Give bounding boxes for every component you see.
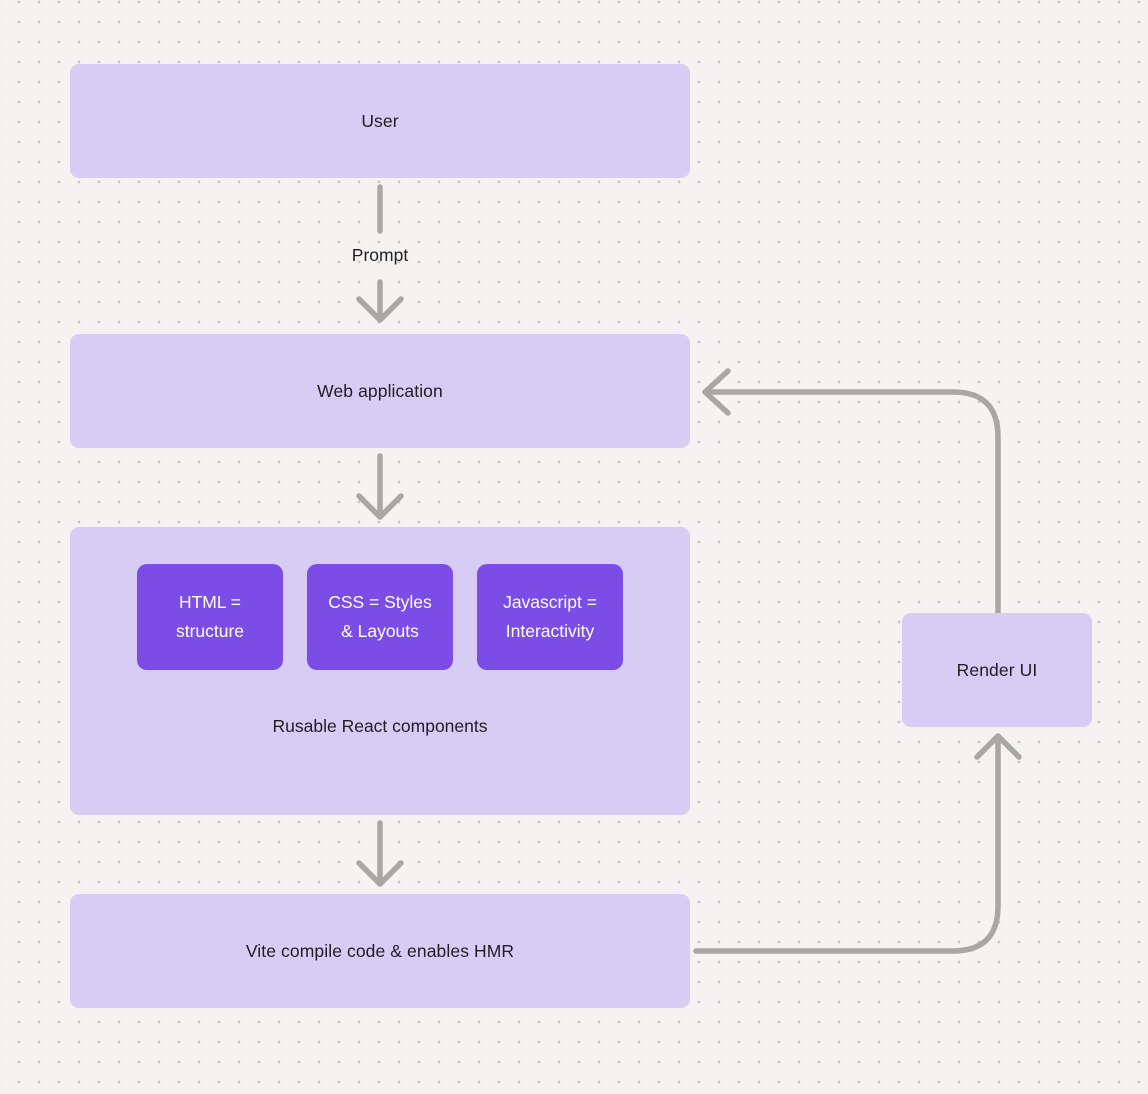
edge-vite-to-render (693, 739, 1001, 954)
chip-html-line2: structure (175, 621, 245, 641)
chip-html: HTML = structure (137, 564, 283, 670)
node-render-ui-label: Render UI (956, 659, 1038, 680)
chip-javascript-line1: Javascript = (503, 592, 597, 612)
node-vite-label: Vite compile code & enables HMR (245, 940, 515, 961)
node-user: User (70, 64, 690, 178)
chip-javascript: Javascript = Interactivity (477, 564, 623, 670)
components-container-label: Rusable React components (272, 716, 488, 736)
edge-prompt-label: Prompt (351, 245, 409, 265)
node-web-application: Web application (70, 334, 690, 448)
node-render-ui: Render UI (902, 613, 1092, 727)
arrowhead-down-user-to-webapp (356, 296, 404, 323)
chip-css: CSS = Styles & Layouts (307, 564, 453, 670)
node-web-application-label: Web application (317, 380, 443, 401)
node-vite: Vite compile code & enables HMR (70, 894, 690, 1008)
arrowhead-up-vite-to-render (974, 733, 1022, 760)
edge-render-to-webapp (704, 389, 1001, 616)
chip-css-line2: & Layouts (341, 621, 419, 641)
arrowhead-left-render-to-webapp (702, 368, 731, 416)
node-user-label: User (361, 110, 399, 131)
chip-javascript-line2: Interactivity (505, 621, 595, 641)
chip-html-line1: HTML = (178, 592, 242, 612)
arrowhead-down-webapp-to-components (356, 493, 404, 520)
chip-css-line1: CSS = Styles (328, 592, 432, 612)
arrowhead-down-components-to-vite (356, 860, 404, 887)
